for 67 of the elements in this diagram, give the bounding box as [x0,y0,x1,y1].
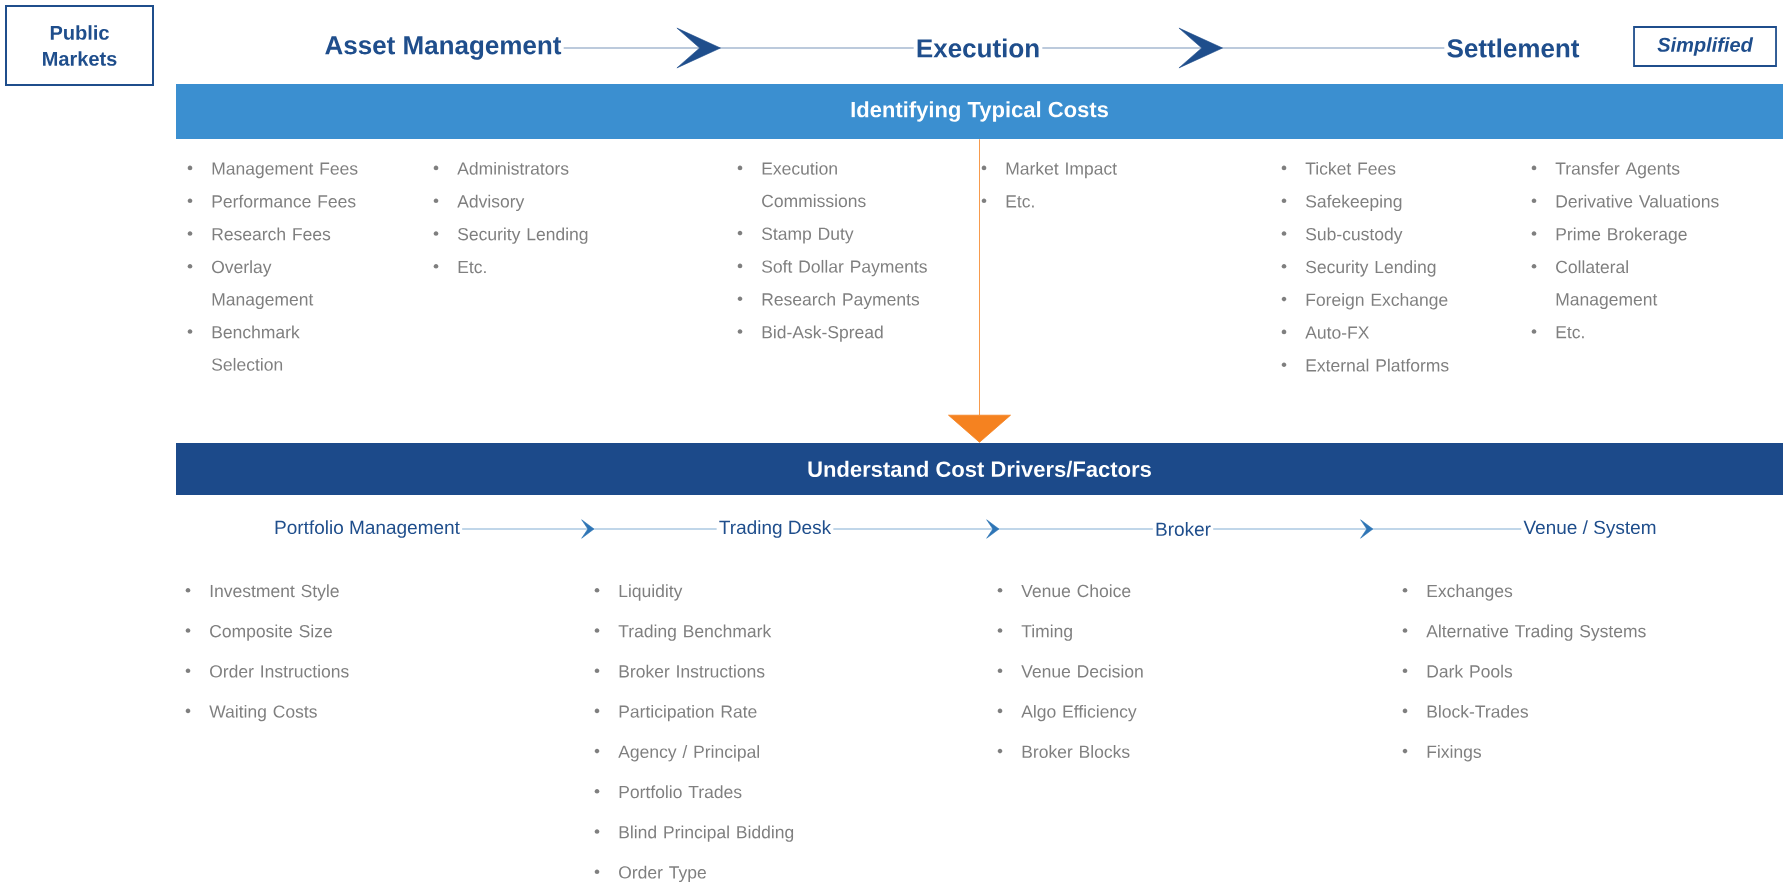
header-band: Identifying Typical Costs [176,84,1783,139]
bullet-item: Timing [997,624,1072,641]
bullet-item: Block-Trades [1402,704,1528,718]
bullet-item: Venue Decision [997,664,1143,678]
bullet-item: Venue Choice [997,584,1131,598]
bullet-item: Bid-Ask-Spread [737,325,883,342]
bullet-item: Performance Fees [187,194,356,208]
chevron-arrow [1042,27,1445,69]
bullet-item: Dark Pools [1402,664,1513,678]
bullet-item: Benchmark Selection [187,325,300,371]
bullet-item: Foreign Exchange [1281,293,1448,310]
bullet-item: Broker Blocks [997,745,1130,758]
bullet-item: External Platforms [1281,358,1449,372]
bullet-item: Advisory [433,194,525,212]
bullet-item: Order Instructions [185,664,349,678]
bullet-item: Auto-FX [1281,326,1370,339]
bullet-item: Agency / Principal [594,745,759,762]
chevron-arrow [833,519,1154,539]
bullet-item: Etc. [433,260,486,274]
bullet-item: Blind Principal Bidding [594,825,794,842]
bullet-item: Investment Style [185,584,339,601]
stage-heading: Asset Management [325,36,562,60]
bullet-item: Security Lending [1281,260,1436,277]
column-heading: Venue / System [1523,520,1656,538]
column-heading: Trading Desk [719,520,832,538]
bullet-item: Composite Size [185,624,332,641]
stage-heading: Execution [917,38,1039,58]
bullet-item: Soft Dollar Payments [737,259,927,277]
bullet-item: Trading Benchmark [594,624,772,641]
bullet-item: Etc. [1531,326,1584,339]
bullet-item: Ticket Fees [1281,161,1396,175]
bullet-item: Market Impact [981,161,1117,179]
bullet-item: Safekeeping [1281,194,1402,212]
bullet-item: Algo Efficiency [997,704,1137,722]
text-box: Public Markets [5,5,154,86]
bullet-item: Management Fees [187,162,358,179]
bullet-item: Execution Commissions [737,161,866,208]
header-band: Understand Cost Drivers/Factors [176,443,1783,495]
bullet-item: Prime Brokerage [1531,227,1687,244]
chevron-arrow [1212,519,1522,539]
chevron-arrow [461,519,717,539]
arrow [948,138,1011,443]
bullet-item: Research Fees [187,227,331,241]
bullet-item: Order Type [594,865,706,883]
bullet-item: Broker Instructions [594,664,765,678]
bullet-item: Transfer Agents [1531,161,1680,179]
bullet-item: Administrators [433,161,569,175]
tag-box: Simplified [1633,26,1777,67]
stage-heading: Settlement [1447,38,1580,58]
column-heading: Broker [1156,522,1211,536]
bullet-item: Research Payments [737,292,920,310]
chevron-arrow [563,27,914,69]
bullet-item: Participation Rate [594,704,757,722]
bullet-item: Derivative Valuations [1531,194,1719,208]
bullet-item: Alternative Trading Systems [1402,624,1646,641]
bullet-item: Etc. [981,195,1034,208]
bullet-item: Fixings [1402,745,1481,762]
bullet-item: Stamp Duty [737,227,854,244]
bullet-item: Waiting Costs [185,704,317,722]
bullet-item: Overlay Management [187,260,314,310]
bullet-item: Security Lending [433,227,588,244]
bullet-item: Portfolio Trades [594,785,742,799]
bullet-item: Sub-custody [1281,227,1403,244]
column-heading: Portfolio Management [275,520,460,538]
bullet-item: Liquidity [594,584,683,601]
bullet-item: Exchanges [1402,584,1513,601]
bullet-item: Collateral Management [1531,260,1658,310]
